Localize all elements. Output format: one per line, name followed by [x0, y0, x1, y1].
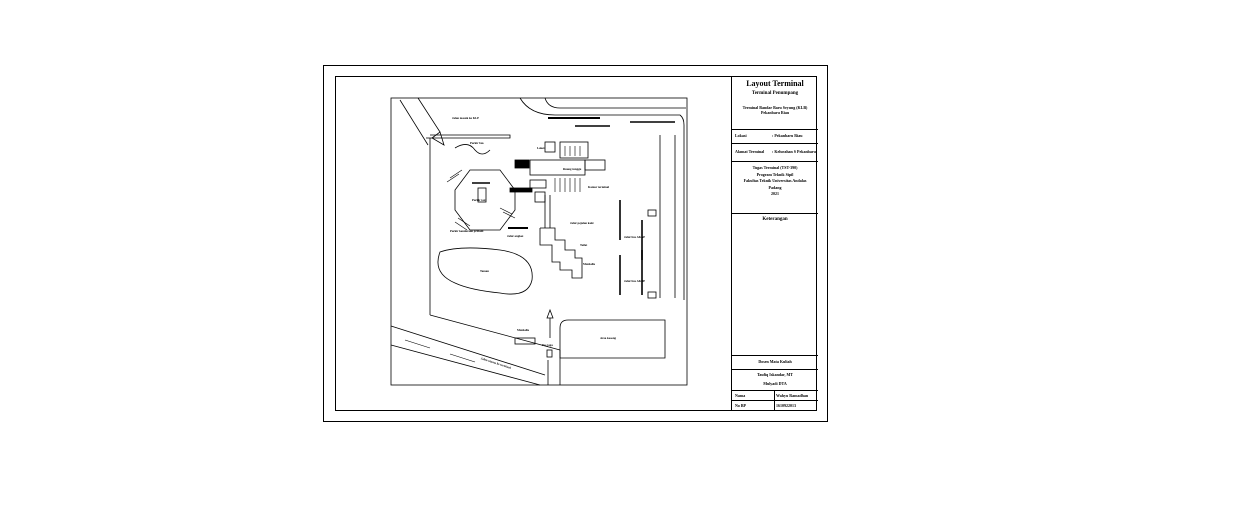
- octagon-stalls: [446, 169, 516, 231]
- site-edge-south: [429, 314, 561, 351]
- keterangan-section: Keterangan: [732, 214, 818, 356]
- stepped-walkway: [539, 227, 583, 279]
- main-road-edge: [390, 344, 541, 386]
- building-block: [529, 159, 586, 176]
- fence-line: [426, 134, 511, 139]
- building-block: [544, 141, 556, 153]
- dosen-id: Mulyadi DTA: [763, 380, 787, 386]
- label-area-kosong: Area kosong: [600, 336, 617, 340]
- nim-value: 1610922013: [776, 403, 796, 408]
- label-jalur-pejalan: Jalur pejalan kaki: [570, 221, 594, 225]
- mushalla-block: [514, 337, 536, 345]
- drawing-frame: [335, 76, 817, 411]
- inner-road: [519, 97, 685, 300]
- city-name: Padang: [768, 184, 782, 190]
- entrance-road-edge: [417, 97, 441, 133]
- label-parkir-pribadi: Parkir kendaraan pribadi: [450, 229, 484, 233]
- octagon-core: [477, 187, 487, 203]
- drawing-title: Layout Terminal: [746, 79, 804, 88]
- dosen-label: Dosen Mata Kuliah: [758, 359, 792, 364]
- title-block-divider: [774, 391, 775, 411]
- building-block: [584, 159, 606, 171]
- dosen-name: Taufiq Iskandar, MT: [757, 372, 793, 377]
- project-name: Terminal Bandar Baru Seyung (KLB): [742, 104, 808, 110]
- label-jalur-bus-akap: Jalur bus AKAP: [624, 235, 646, 239]
- alamat-row: Alamat Terminal : Kelurahan S Pekanbaru: [732, 144, 818, 162]
- entrance-arrow: [431, 131, 445, 146]
- guard-post: [546, 349, 553, 358]
- course-info: Tugas Terminal (TST-390) Program Teknik …: [732, 162, 818, 214]
- keterangan-label: Keterangan: [762, 217, 788, 222]
- garden-area: [437, 247, 533, 295]
- building-block: [534, 191, 546, 203]
- outer-road: [544, 97, 686, 109]
- label-mushalla: Mushalla: [517, 328, 530, 332]
- nim-label: No BP: [735, 403, 746, 408]
- label-parkir-taxi: Parkir taxi: [472, 198, 487, 202]
- label-ruang-tunggu: Ruang tunggu: [563, 167, 582, 171]
- empty-area: [559, 319, 666, 359]
- lokasi-value: : Pekanbaru Riau: [772, 133, 803, 138]
- program-name: Program Teknik Sipil: [756, 171, 794, 177]
- lokasi-row: Lokasi : Pekanbaru Riau: [732, 130, 818, 144]
- booth: [647, 291, 657, 299]
- building-block: [514, 159, 530, 169]
- road-arrows: [404, 339, 476, 363]
- octagon-parking: [454, 169, 516, 231]
- title-block: Layout Terminal Terminal Penumpang Termi…: [731, 76, 818, 411]
- alamat-label: Alamat Terminal: [735, 149, 765, 154]
- drawing-subtitle: Terminal Penumpang: [751, 91, 799, 97]
- label-parking-bus: Parkir bus: [470, 141, 484, 145]
- dosen-detail-row: Taufiq Iskandar, MT Mulyadi DTA: [732, 370, 818, 391]
- building-block: [559, 141, 589, 159]
- nama-row: Nama Wahyu Ramadhan: [732, 391, 818, 401]
- building-block: [509, 187, 533, 193]
- drawing-sheet-border: [323, 65, 828, 422]
- dosen-row: Dosen Mata Kuliah: [732, 356, 818, 370]
- curved-path: [454, 144, 491, 155]
- building-block: [529, 179, 547, 189]
- entrance-road-edge: [399, 99, 429, 146]
- gate-arrow: [546, 308, 554, 319]
- label-jalur-bus-akdp: Jalur bus AKDP: [624, 279, 646, 283]
- nama-label: Nama: [735, 393, 746, 398]
- tugas-title: Tugas Terminal (TST-390): [752, 165, 798, 170]
- label-jalur-angkot: Jalur angkot: [507, 234, 524, 238]
- label-loket: Loket: [537, 146, 545, 150]
- label-kantor: Kantor terminal: [588, 185, 610, 189]
- label-entrance-road: Jalan masuk ke KLP: [452, 116, 479, 120]
- label-toilet: Toilet: [580, 243, 588, 247]
- label-mushalla-top: Mushalla: [583, 262, 596, 266]
- label-pos-jaga: Pos jaga: [542, 343, 553, 347]
- main-road-edge: [390, 325, 546, 376]
- year: 2021: [771, 191, 779, 197]
- nim-row: No BP 1610922013: [732, 401, 818, 411]
- parking-stalls: [554, 146, 581, 192]
- booth: [647, 209, 657, 217]
- title-block-header: Layout Terminal Terminal Penumpang Termi…: [732, 76, 818, 130]
- label-taman: Taman: [480, 269, 489, 273]
- project-sub: Pekanbaru Riau: [760, 109, 790, 115]
- nama-value: Wahyu Ramadhan: [776, 393, 809, 398]
- alamat-value: : Kelurahan S Pekanbaru: [772, 149, 816, 154]
- faculty-name: Fakultas Teknik Universitas Andalas: [743, 178, 807, 184]
- lokasi-label: Lokasi: [735, 133, 747, 138]
